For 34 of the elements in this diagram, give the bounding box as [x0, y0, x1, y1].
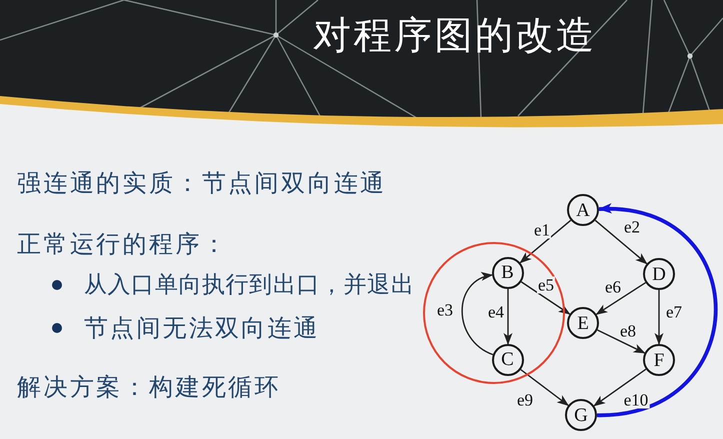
- arrow: [519, 220, 572, 264]
- edge-label: e10: [622, 392, 650, 408]
- arrow: [596, 282, 646, 315]
- edge-label: e6: [604, 278, 622, 296]
- arrow: [461, 273, 494, 356]
- edge-label: e8: [618, 322, 638, 340]
- slide-title: 对程序图的改造: [313, 12, 596, 58]
- arrow: [520, 281, 571, 315]
- edge-label: e2: [622, 218, 642, 236]
- node-circle: A: [567, 194, 599, 226]
- node-circle: G: [565, 399, 597, 431]
- node-circle: B: [492, 256, 524, 288]
- arrow: [593, 368, 646, 406]
- edge-label: e1: [532, 222, 552, 238]
- body-text: 正常运行的程序：: [17, 229, 228, 259]
- bullet-text: 从入口单向执行到出口，并退出: [84, 271, 414, 300]
- arrow: [594, 220, 648, 264]
- edge-label: e7: [664, 304, 684, 320]
- bullet-text: 节点间无法双向连通: [84, 313, 320, 343]
- edge-label: e3: [436, 302, 454, 318]
- body-text: 强连通的实质：节点间双向连通: [17, 168, 387, 198]
- arrow: [504, 289, 512, 345]
- node-circle: F: [643, 344, 675, 376]
- edge-label: e4: [486, 304, 506, 320]
- edge-label: e5: [536, 276, 556, 294]
- arrow: [520, 369, 570, 406]
- node-circle: C: [492, 344, 524, 376]
- edge-label: e9: [516, 392, 534, 408]
- arrow: [596, 204, 718, 418]
- body-text: 解决方案：构建死循环: [17, 372, 281, 402]
- arrow: [597, 329, 646, 354]
- node-circle: E: [567, 307, 599, 339]
- arrow: [654, 290, 664, 345]
- node-circle: D: [643, 258, 675, 290]
